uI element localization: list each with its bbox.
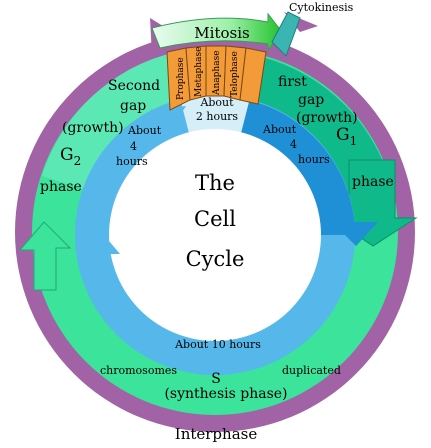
cytokinesis-tab <box>271 11 301 57</box>
duration-top-line1: About <box>199 96 234 109</box>
g2-label-line2: gap <box>120 98 146 114</box>
s-phase-left-note: chromosomes <box>100 364 177 377</box>
mitosis-title: Mitosis <box>194 24 249 42</box>
duration-top-line2: 2 hours <box>196 110 239 123</box>
phase-label-anaphase: Anaphase <box>212 50 222 96</box>
center-title-line3: Cycle <box>186 247 245 271</box>
g2-symbol: G2 <box>60 145 81 168</box>
inner-arrowhead-right <box>332 222 378 246</box>
duration-g2-line3: hours <box>116 155 148 168</box>
center-circle <box>109 129 321 341</box>
duration-g1-line3: hours <box>298 153 330 166</box>
duration-g1-line1: About <box>262 123 297 136</box>
inner-arrowhead-left <box>76 228 120 254</box>
mitosis-right-orange <box>239 47 267 105</box>
phase-label-metaphase: Metaphase <box>194 47 204 97</box>
g2-arrow <box>18 221 72 291</box>
duration-g2-line1: About <box>127 124 162 137</box>
inner-arrowhead-top-left <box>150 106 186 130</box>
duration-s: About 10 hours <box>174 338 261 351</box>
s-phase-name: (synthesis phase) <box>164 386 287 402</box>
g2-label-line3: (growth) <box>62 120 124 136</box>
interphase-label: Interphase <box>175 425 258 443</box>
g2-label-phase: phase <box>40 179 82 195</box>
mitosis-phase-boxes <box>166 45 267 111</box>
cytokinesis-label: Cytokinesis <box>289 1 354 14</box>
g1-label-line2: gap <box>298 92 324 108</box>
phase-label-prophase: Prophase <box>176 57 186 100</box>
g2-label-line1: Second <box>108 78 160 94</box>
inner-arrowhead-bottom <box>210 340 226 368</box>
duration-g1-line2: 4 <box>290 138 297 151</box>
g1-label-line1: first <box>278 74 307 90</box>
s-phase-letter: S <box>211 371 221 387</box>
phase-label-telophase: Telophase <box>230 51 240 97</box>
s-phase-right-note: duplicated <box>282 364 341 377</box>
g1-symbol: G1 <box>336 125 357 148</box>
g1-label-line3: (growth) <box>296 110 358 126</box>
center-title-line1: The <box>195 171 235 195</box>
g1-label-phase: phase <box>352 174 394 190</box>
duration-g2-line2: 4 <box>130 140 137 153</box>
inner-arrowhead-top-right <box>250 100 276 128</box>
center-title-line2: Cell <box>194 207 236 231</box>
